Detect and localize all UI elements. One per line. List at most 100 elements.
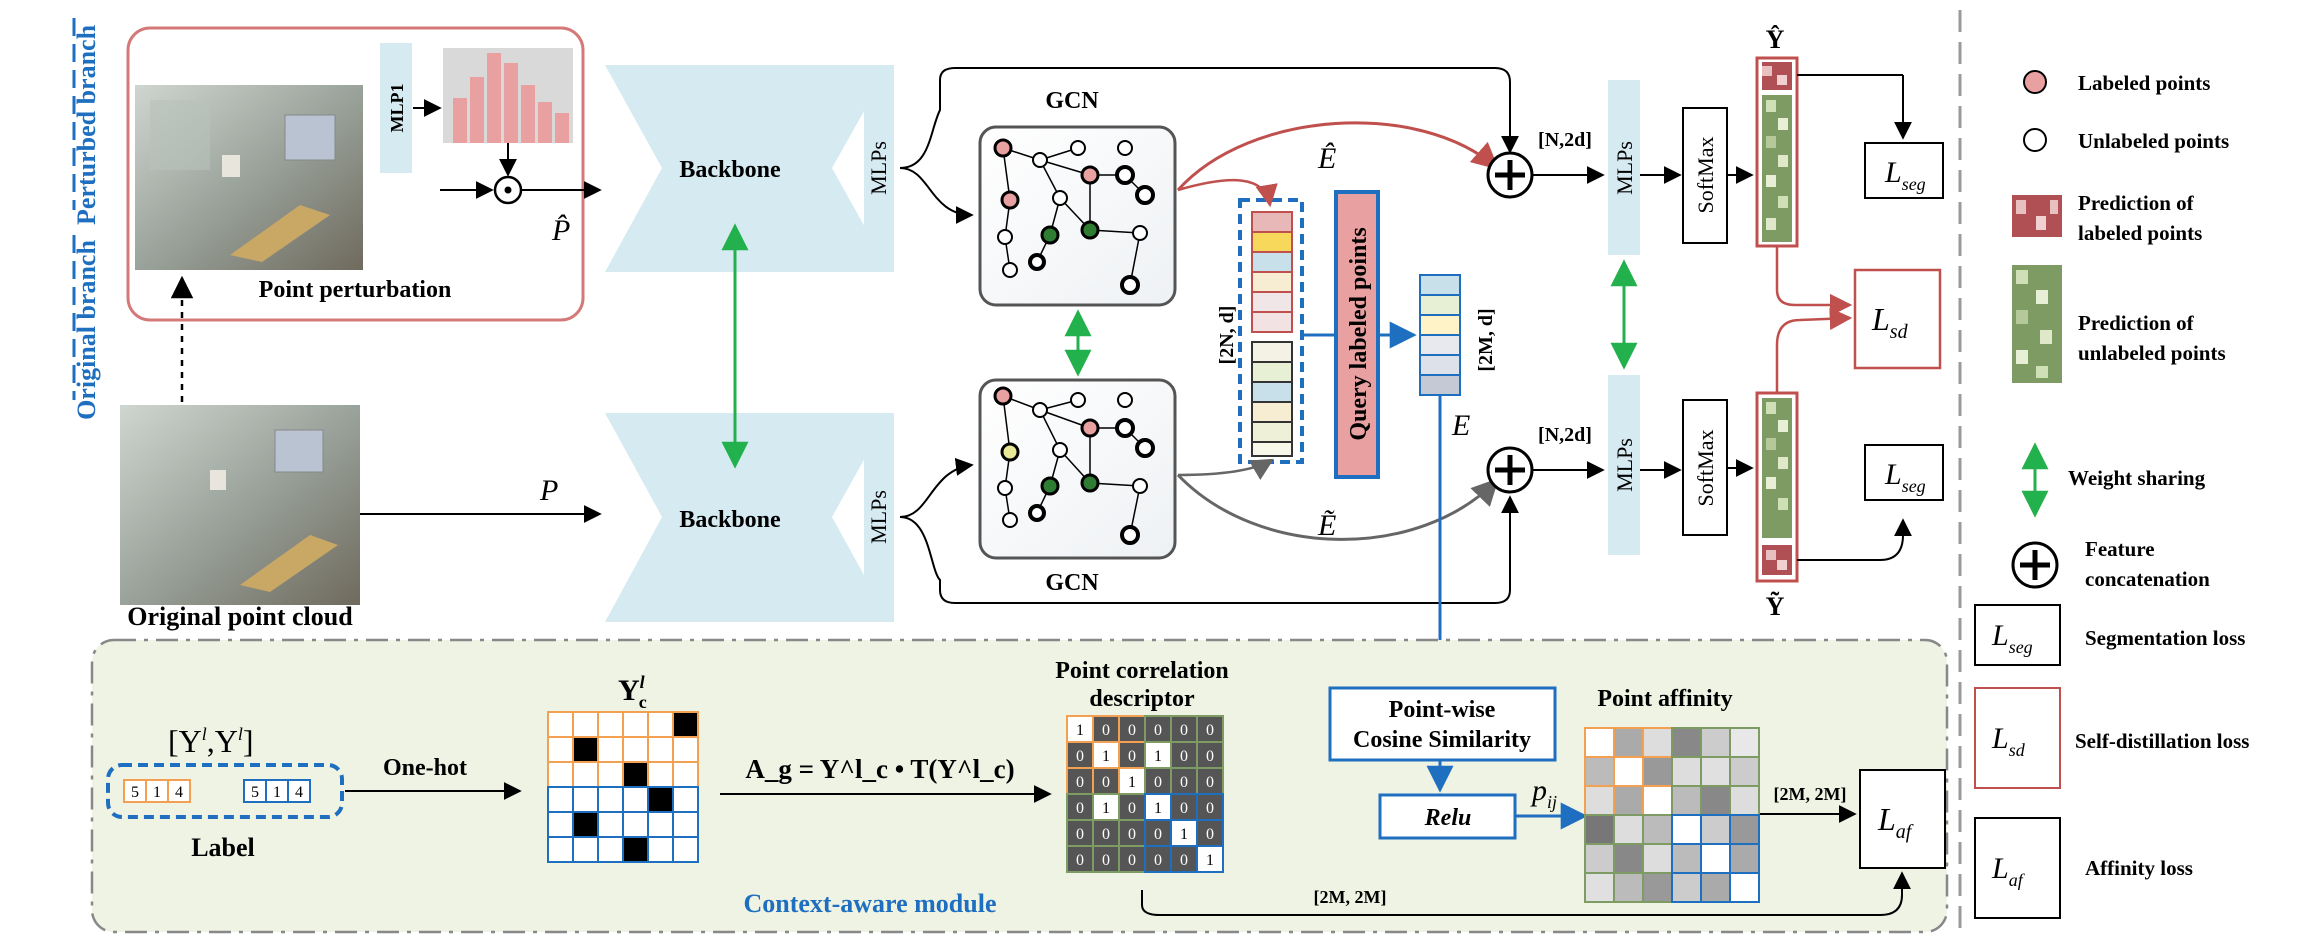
original-point-cloud-image	[120, 405, 360, 605]
descriptor-cell-value: 0	[1154, 826, 1162, 843]
mlp1-label: MLP1	[387, 84, 407, 133]
legend-weight-sharing-text: Weight sharing	[2068, 466, 2206, 490]
yc-cell	[572, 811, 599, 838]
svg-text:Lsd: Lsd	[1871, 301, 1909, 343]
yc-cell	[647, 811, 674, 838]
descriptor-cell-value: 0	[1128, 748, 1136, 765]
legend-sd-sub: sd	[2009, 740, 2026, 760]
svg-text:pij: pij	[1530, 774, 1557, 812]
yc-cell	[672, 811, 699, 838]
label-cell	[167, 779, 191, 803]
yc-cell	[647, 711, 674, 738]
loss-sd-sub: sd	[1890, 321, 1909, 343]
affinity-cell	[1700, 756, 1731, 787]
softmax-bottom-label: SoftMax	[1693, 430, 1718, 507]
loss-seg-top-main: L	[1884, 156, 1902, 189]
descriptor-title-1: Point correlation	[1055, 658, 1229, 684]
legend-labeled-icon	[2023, 70, 2047, 94]
affinity-cell	[1642, 727, 1673, 758]
descriptor-cell-value: 0	[1102, 852, 1110, 869]
affinity-cell	[1613, 843, 1644, 874]
affinity-cell	[1584, 843, 1615, 874]
loss-seg-top-box	[1864, 142, 1944, 199]
yc-cell	[547, 811, 574, 838]
loss-af-box	[1859, 769, 1946, 869]
e-hat-label: Ê	[1317, 142, 1336, 175]
descriptor-cell	[1066, 845, 1094, 873]
yc-cell	[547, 836, 574, 863]
legend-sd-main: L	[1991, 722, 2009, 755]
yc-cell	[547, 786, 574, 813]
affinity-cell	[1729, 727, 1760, 758]
descriptor-cell	[1066, 741, 1094, 769]
yc-cell	[622, 736, 649, 763]
legend-unlabeled-text: Unlabeled points	[2078, 129, 2229, 153]
legend-af-loss-box	[1974, 817, 2061, 919]
yc-cell	[647, 786, 674, 813]
descriptor-cell-value: 1	[1154, 748, 1162, 765]
descriptor-cell-value: 0	[1206, 774, 1214, 791]
p-label: P	[539, 474, 558, 507]
affinity-cell	[1700, 785, 1731, 816]
mlps-right-bottom-block	[1608, 375, 1640, 555]
affinity-cell	[1642, 785, 1673, 816]
softmax-bottom-box	[1682, 399, 1728, 536]
yc-cell	[572, 836, 599, 863]
loss-seg-top-sub: seg	[1902, 174, 1926, 194]
context-aware-module-label: Context-aware module	[744, 889, 997, 918]
backbone-top-label: Backbone	[679, 157, 781, 183]
affinity-cell	[1700, 872, 1731, 903]
label-cell-value: 4	[295, 784, 303, 801]
affinity-cell	[1729, 814, 1760, 845]
descriptor-cell-value: 0	[1180, 774, 1188, 791]
yc-cell	[597, 786, 624, 813]
e-tilde-label: Ẽ	[1317, 509, 1336, 542]
yc-cell	[647, 736, 674, 763]
descriptor-cell-value: 0	[1180, 800, 1188, 817]
yc-cell	[597, 761, 624, 788]
descriptor-cell	[1118, 845, 1146, 873]
yc-cell	[622, 811, 649, 838]
affinity-cell	[1613, 872, 1644, 903]
descriptor-cell-value: 0	[1102, 826, 1110, 843]
feature-stack-top	[1251, 211, 1293, 333]
loss-seg-bottom-box	[1864, 444, 1944, 501]
descriptor-cell-value: 0	[1128, 722, 1136, 739]
svg-text:Lsd: Lsd	[1991, 722, 2026, 760]
dim-2m2m-bottom-label: [2M, 2M]	[1314, 887, 1387, 907]
loss-seg-bottom-main: L	[1884, 458, 1902, 491]
affinity-formula: A_g = Y^l_c • T(Y^l_c)	[745, 754, 1014, 784]
dim-n2d-top-label: [N,2d]	[1538, 129, 1592, 151]
affinity-cell	[1642, 872, 1673, 903]
affinity-cell	[1584, 785, 1615, 816]
affinity-cell	[1671, 727, 1702, 758]
legend-labeled-text: Labeled points	[2078, 71, 2210, 95]
query-labeled-points-box	[1334, 190, 1380, 479]
svg-text:Laf: Laf	[1991, 852, 2026, 890]
label-cell-value: 4	[175, 784, 183, 801]
affinity-cell	[1671, 814, 1702, 845]
mlps-bottom-block	[864, 413, 894, 622]
yc-cell	[672, 711, 699, 738]
yc-cell	[647, 836, 674, 863]
yc-cell	[597, 736, 624, 763]
descriptor-cell-value: 0	[1128, 826, 1136, 843]
descriptor-cell-value: 0	[1206, 826, 1214, 843]
loss-af-main: L	[1877, 801, 1896, 837]
legend-pred-labeled-text-2: labeled points	[2078, 221, 2202, 245]
mlps-right-top-block	[1608, 80, 1640, 255]
yc-cell	[622, 786, 649, 813]
affinity-cell	[1584, 727, 1615, 758]
descriptor-cell	[1144, 793, 1172, 821]
descriptor-cell	[1066, 715, 1094, 743]
label-title: [Yl,Yl]	[168, 723, 254, 759]
affinity-cell	[1729, 785, 1760, 816]
mlps-bottom-label: MLPs	[866, 490, 891, 544]
legend-unlabeled-icon	[2023, 128, 2047, 152]
labeled-feature-stack	[1419, 274, 1461, 396]
descriptor-cell-value: 1	[1206, 852, 1214, 869]
